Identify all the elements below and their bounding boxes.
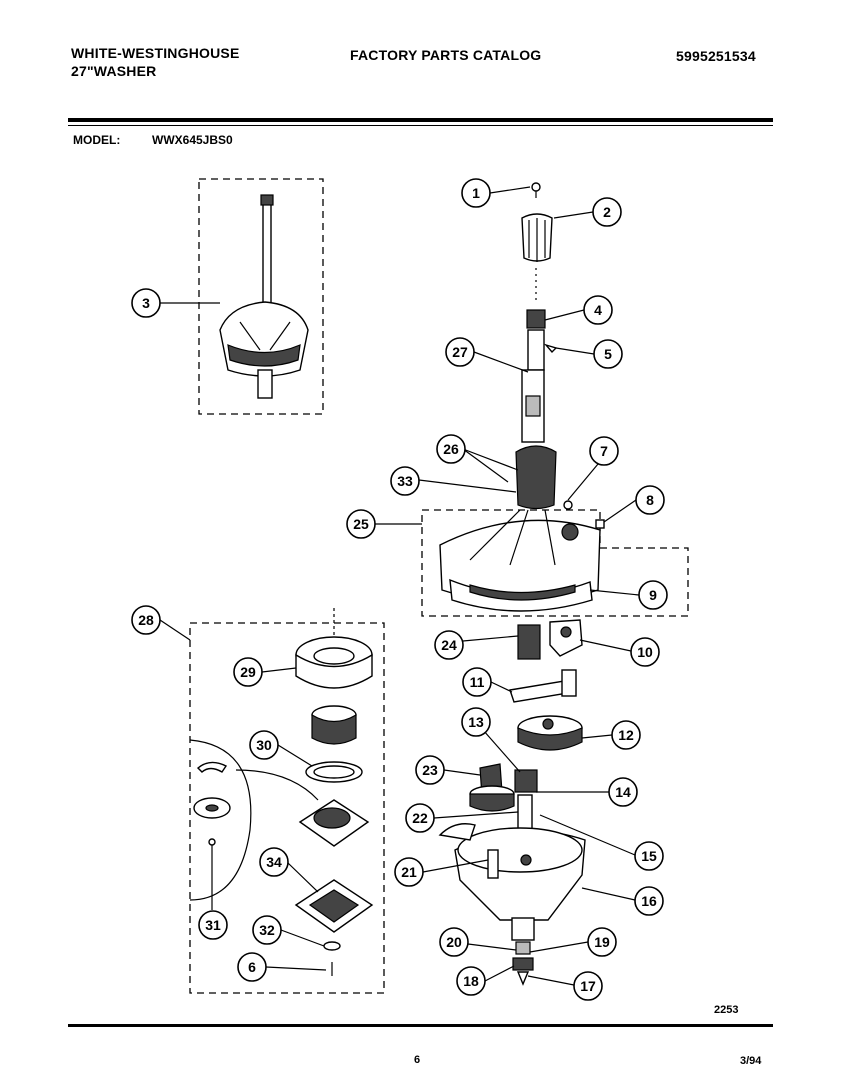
callout-29: 29 [233,657,263,687]
callout-6: 6 [237,952,267,982]
header-rule-thick [68,118,773,122]
callout-8: 8 [635,485,665,515]
crank-and-main-gear-drawing [509,669,583,751]
svg-text:30: 30 [256,737,272,753]
svg-text:28: 28 [138,612,154,628]
figure-number: 2253 [714,1004,739,1016]
svg-text:18: 18 [463,973,479,989]
svg-text:4: 4 [594,302,602,318]
svg-text:7: 7 [600,443,608,459]
agitator-pin-and-nut-drawing [521,182,553,262]
callout-1: 1 [461,178,491,208]
svg-text:32: 32 [259,922,275,938]
callout-20: 20 [439,927,469,957]
seal-detail-inset-drawing [189,739,319,910]
svg-text:34: 34 [266,854,282,870]
callout-2: 2 [592,197,622,227]
callout-19: 19 [587,927,617,957]
callout-4: 4 [583,295,613,325]
revision-date: 3/94 [740,1055,762,1067]
svg-text:19: 19 [594,934,610,950]
header-rule-thin [68,125,773,126]
callout-32: 32 [252,915,282,945]
callout-34: 34 [259,847,289,877]
callout-27: 27 [445,337,475,367]
assembly-28-box [189,622,385,994]
callout-18: 18 [456,966,486,996]
svg-text:2: 2 [603,204,611,220]
callout-leaders [159,186,640,986]
callout-26: 26 [436,434,466,464]
pinion-and-shift-arm-drawing [517,619,583,660]
model-number: WWX645JBS0 [152,133,233,147]
catalog-number: 5995251534 [676,48,756,64]
svg-text:21: 21 [401,864,417,880]
svg-text:1: 1 [472,185,480,201]
callout-16: 16 [634,886,664,916]
callout-24: 24 [434,630,464,660]
svg-text:12: 12 [618,727,634,743]
svg-text:3: 3 [142,295,150,311]
svg-text:10: 10 [637,644,653,660]
callout-21: 21 [394,857,424,887]
catalog-title: FACTORY PARTS CATALOG [350,47,542,63]
main-shaft-drawing [515,268,558,510]
callout-30: 30 [249,730,279,760]
callout-17: 17 [573,971,603,1001]
assembly-3-box [198,178,324,415]
callout-10: 10 [630,637,660,667]
svg-text:25: 25 [353,516,369,532]
svg-text:5: 5 [604,346,612,362]
callout-33: 33 [390,466,420,496]
svg-text:22: 22 [412,810,428,826]
callout-15: 15 [634,841,664,871]
svg-text:15: 15 [641,848,657,864]
svg-text:14: 14 [615,784,631,800]
callout-31: 31 [198,910,228,940]
transmission-cover-drawing [439,500,605,612]
svg-text:24: 24 [441,637,457,653]
svg-text:13: 13 [468,714,484,730]
callout-28: 28 [131,605,161,635]
svg-text:8: 8 [646,492,654,508]
svg-text:11: 11 [470,674,485,690]
footer-rule [68,1024,773,1027]
svg-text:31: 31 [205,917,221,933]
svg-text:33: 33 [397,473,413,489]
product-name: 27"WASHER [71,63,157,79]
svg-text:6: 6 [248,959,256,975]
callout-14: 14 [608,777,638,807]
brand-name: WHITE-WESTINGHOUSE [71,45,240,61]
svg-text:26: 26 [443,441,459,457]
callout-11: 11 [462,667,492,697]
callout-25: 25 [346,509,376,539]
seal-kit-drawing [294,608,374,976]
callout-13: 13 [461,707,491,737]
lower-shaft-parts-drawing [512,941,534,986]
gear-case-drawing [438,823,586,941]
svg-text:27: 27 [452,344,468,360]
svg-text:9: 9 [649,587,657,603]
model-label: MODEL: [73,133,121,147]
page-number: 6 [414,1054,421,1066]
callout-22: 22 [405,803,435,833]
callout-7: 7 [589,436,619,466]
callout-9: 9 [638,580,668,610]
svg-text:16: 16 [641,893,657,909]
svg-text:17: 17 [580,978,596,994]
svg-text:29: 29 [240,664,256,680]
transmission-assembly-drawing [219,194,309,399]
svg-text:23: 23 [422,762,438,778]
callout-5: 5 [593,339,623,369]
callout-12: 12 [611,720,641,750]
callout-23: 23 [415,755,445,785]
assembly-25-box [421,509,689,617]
svg-text:20: 20 [446,934,462,950]
callout-3: 3 [131,288,161,318]
